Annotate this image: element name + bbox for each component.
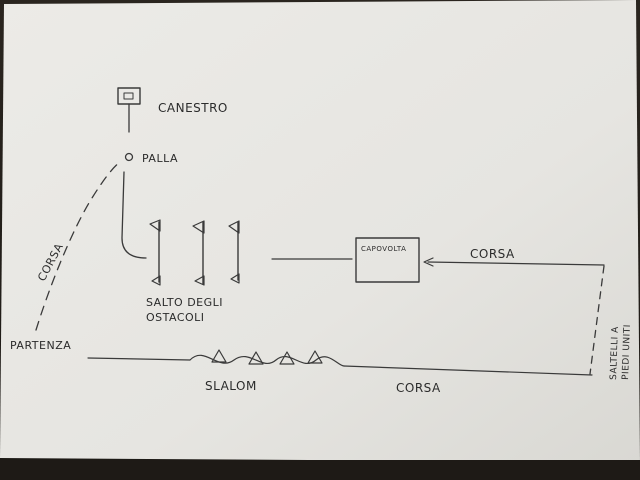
- hurdle-1: [149, 219, 161, 286]
- basket-icon: [117, 87, 141, 133]
- label-slalom: SLALOM: [205, 379, 257, 393]
- cone-4: [307, 350, 323, 364]
- capovolta-mat: [355, 237, 420, 283]
- table-surface: [0, 460, 640, 480]
- arrow-head-icon: [423, 257, 434, 267]
- start-line: [87, 357, 191, 361]
- label-capovolta: CAPOVOLTA: [361, 245, 406, 253]
- run-bottom-line: [343, 365, 593, 376]
- hurdle-3: [228, 220, 240, 284]
- ball-to-hurdles-path: [121, 171, 147, 259]
- label-corsa-top: CORSA: [470, 247, 515, 261]
- label-saltelli-2: PIEDI UNITI: [621, 324, 633, 380]
- label-canestro: CANESTRO: [158, 101, 228, 115]
- cone-1: [211, 349, 227, 363]
- paper-sheet: [0, 0, 640, 462]
- cone-2: [248, 351, 264, 365]
- dashed-run-path: [35, 161, 121, 331]
- saltelli-dashed-line: [589, 265, 605, 375]
- label-corsa-bottom: CORSA: [396, 381, 441, 395]
- run-top-line: [427, 261, 605, 266]
- label-partenza: PARTENZA: [10, 339, 71, 352]
- ball-icon: [124, 152, 134, 162]
- hurdle-2: [192, 220, 205, 286]
- label-saltelli-1: SALTELLI A: [609, 326, 621, 380]
- label-palla: PALLA: [142, 152, 178, 165]
- label-salto-2: OSTACOLI: [146, 311, 205, 324]
- label-salto-1: SALTO DEGLI: [146, 296, 223, 309]
- cone-3: [279, 351, 295, 365]
